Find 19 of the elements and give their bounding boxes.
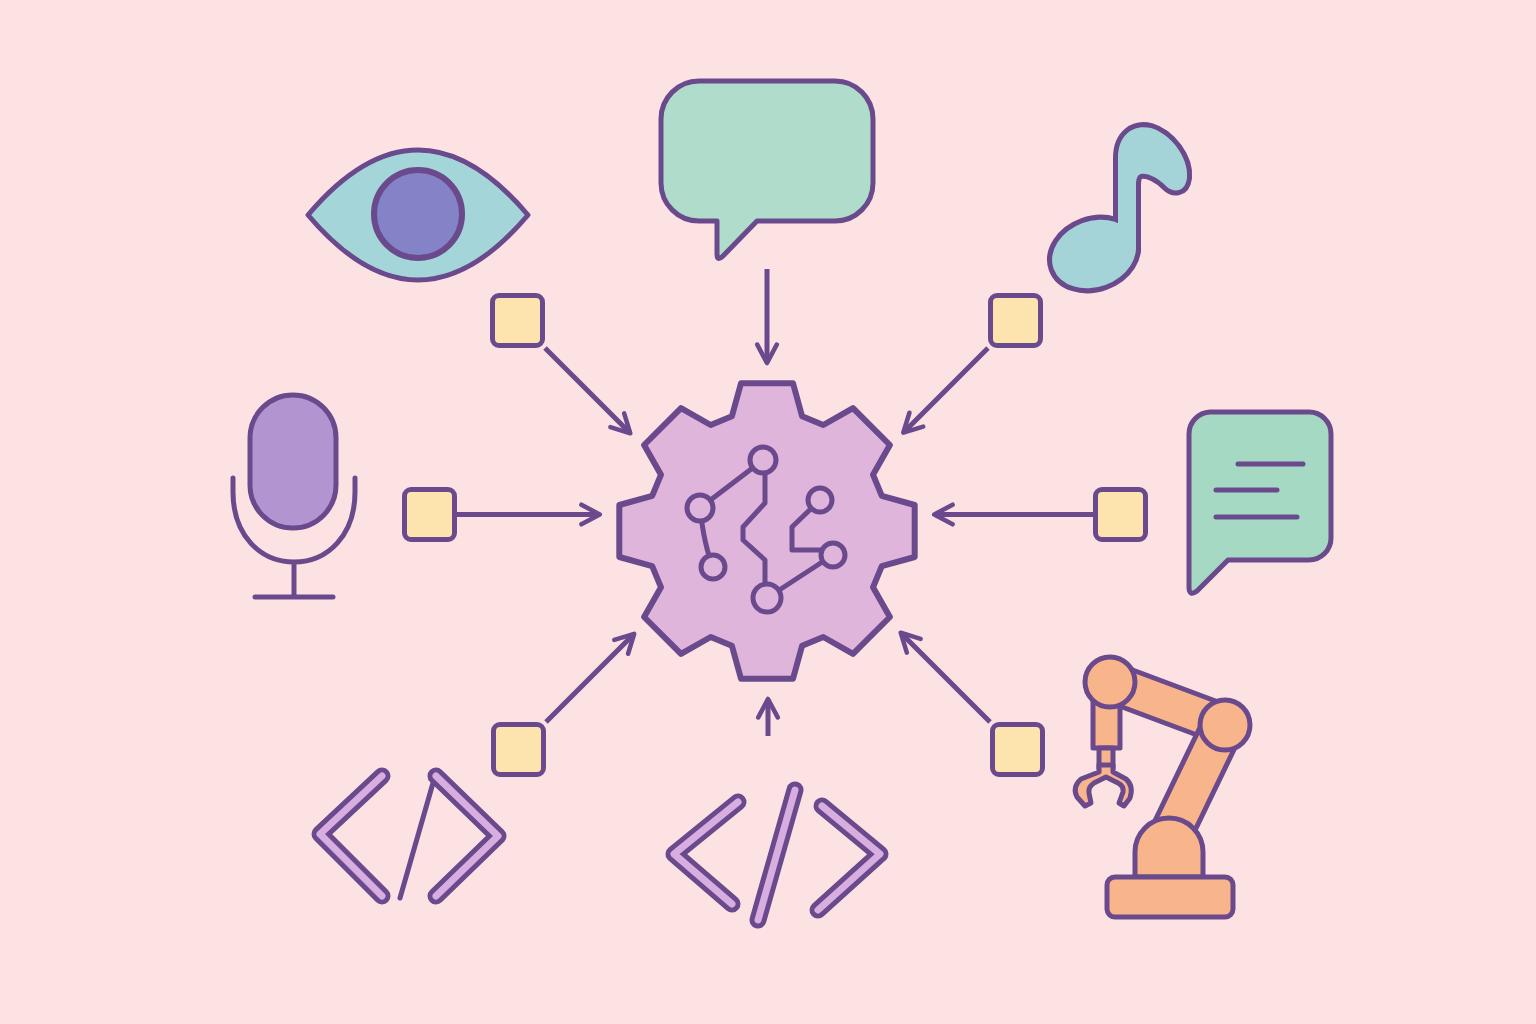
square-node bbox=[402, 487, 457, 542]
square-node bbox=[990, 722, 1045, 777]
square-node bbox=[1093, 487, 1148, 542]
arrow bbox=[931, 502, 1093, 527]
code-icon bbox=[310, 766, 508, 906]
arrow bbox=[756, 696, 781, 736]
square-node bbox=[988, 293, 1043, 348]
arrow bbox=[898, 630, 992, 724]
square-node bbox=[490, 293, 545, 348]
square-node bbox=[491, 722, 546, 777]
arrow bbox=[544, 631, 637, 724]
music-note-icon bbox=[1046, 121, 1192, 291]
arrow bbox=[901, 346, 990, 435]
arrow bbox=[755, 269, 780, 366]
code-icon bbox=[664, 780, 890, 930]
arrow bbox=[543, 346, 633, 436]
arrow bbox=[457, 502, 603, 527]
chat-bubble-icon bbox=[1184, 408, 1335, 599]
eye-icon bbox=[304, 146, 532, 284]
